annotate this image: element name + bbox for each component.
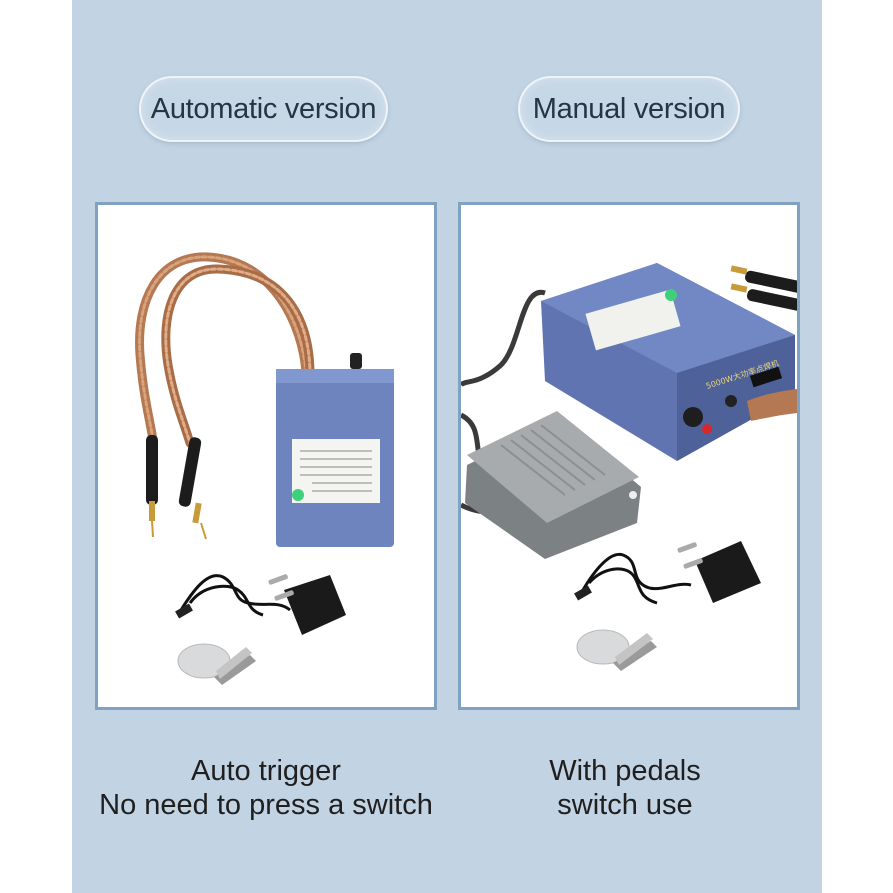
automatic-product-image	[95, 202, 437, 710]
automatic-device-box	[276, 353, 394, 547]
copper-cables	[135, 252, 315, 448]
automatic-version-label: Automatic version	[150, 92, 377, 125]
welding-pens	[730, 265, 797, 312]
power-adapter	[175, 574, 346, 635]
welding-pens	[146, 435, 207, 540]
caption-line: Auto trigger	[191, 755, 341, 787]
manual-version-caption: With pedals switch use	[450, 754, 800, 822]
foot-pedal	[465, 411, 641, 559]
caption-line: With pedals	[549, 755, 701, 787]
automatic-version-caption: Auto trigger No need to press a switch	[86, 754, 446, 822]
manual-product-image: 5000W大功率点焊机	[458, 202, 800, 710]
manual-version-title: Manual version	[520, 78, 738, 140]
manual-spot-welder-illustration: 5000W大功率点焊机	[461, 263, 797, 671]
manual-version-label: Manual version	[532, 92, 726, 125]
manual-device-box: 5000W大功率点焊机	[541, 263, 797, 461]
caption-line: No need to press a switch	[99, 789, 433, 821]
polishing-pad-and-clip	[177, 643, 256, 685]
automatic-version-title: Automatic version	[141, 78, 386, 140]
caption-line: switch use	[557, 789, 693, 821]
automatic-spot-welder-illustration	[135, 252, 394, 685]
polishing-pad-and-clip	[576, 629, 657, 671]
power-adapter	[574, 541, 761, 605]
